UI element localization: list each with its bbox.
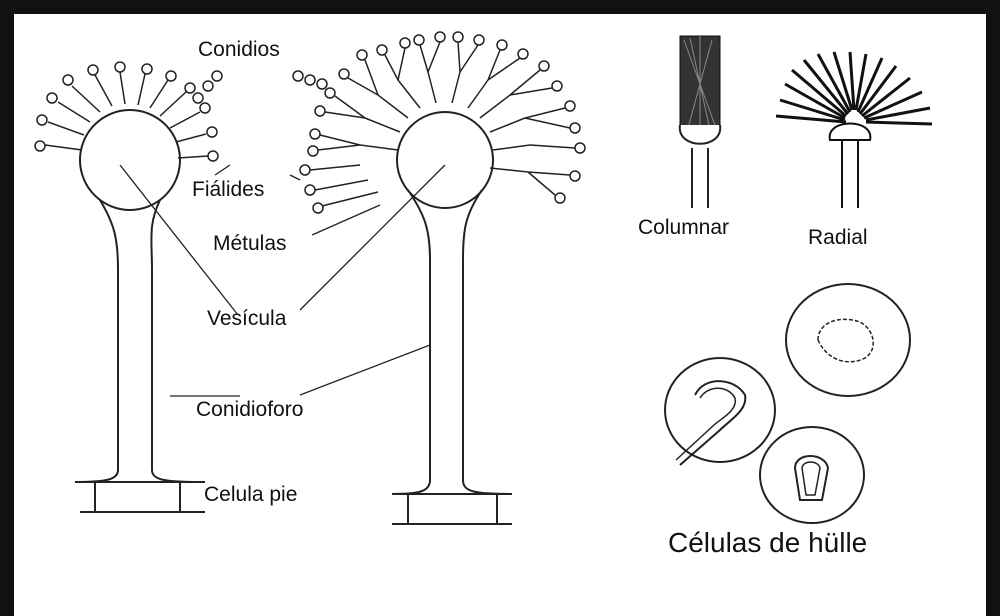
right-conidiophore [293, 32, 585, 524]
conidios-leader [215, 165, 230, 175]
left-phialides [35, 62, 222, 161]
vesicula-label: Vesícula [207, 307, 286, 331]
right-metulae [293, 32, 585, 213]
right-foot-cell [392, 494, 512, 524]
hulle-cell-bottom [760, 427, 864, 523]
conidios-label: Conidios [198, 38, 280, 62]
hulle-cell-left [665, 358, 775, 462]
fialides-label: Fiálides [192, 178, 264, 202]
left-stalk-left-wall [75, 200, 118, 482]
conidioforo-leader-right [300, 345, 430, 395]
fialides-leader [290, 175, 300, 180]
conidioforo-label: Conidioforo [196, 398, 303, 422]
left-conidiophore [35, 62, 222, 512]
hulle-cells [665, 284, 910, 523]
columnar-label: Columnar [638, 216, 729, 240]
left-vesicle [80, 110, 180, 210]
celula-pie-label: Celula pie [204, 483, 297, 507]
radial-head [776, 52, 932, 208]
celulas-de-hulle-label: Células de hülle [668, 527, 867, 559]
radial-label: Radial [808, 226, 868, 250]
metulas-label: Métulas [213, 232, 287, 256]
columnar-head [680, 36, 720, 208]
right-stalk-left-wall [392, 190, 430, 494]
leader-lines [120, 165, 445, 396]
right-stalk-right-wall [463, 190, 512, 494]
left-stalk-right-wall [151, 200, 200, 482]
hulle-cell-top [786, 284, 910, 396]
left-foot-cell [75, 482, 205, 512]
vesicula-leader-right [300, 165, 445, 310]
